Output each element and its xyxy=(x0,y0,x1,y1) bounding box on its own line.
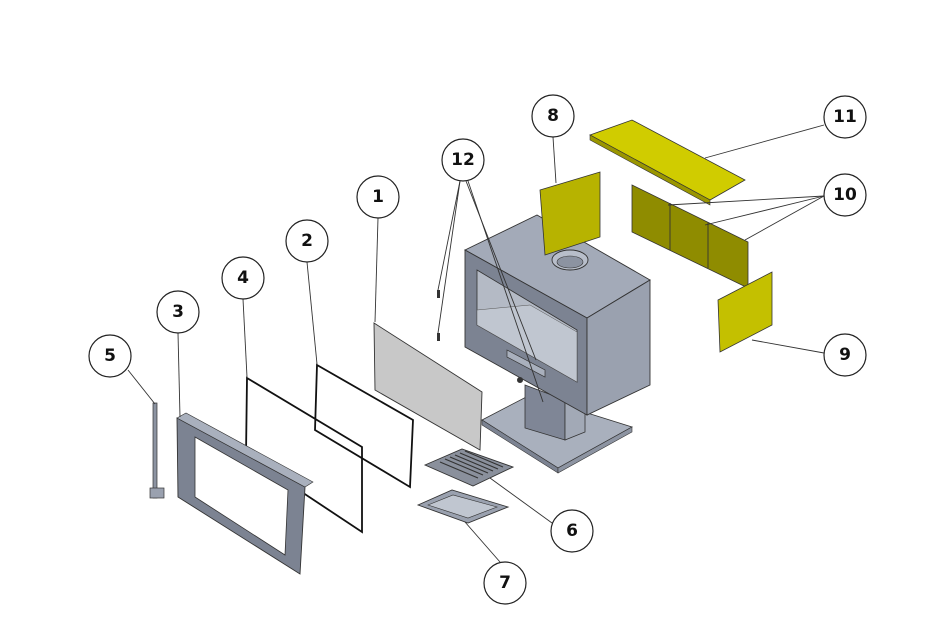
svg-text:8: 8 xyxy=(547,106,559,126)
svg-text:4: 4 xyxy=(237,268,249,288)
firebrick-9 xyxy=(717,271,773,353)
gasket-4 xyxy=(245,376,363,534)
flue-opening xyxy=(556,255,584,269)
callout-1: 1 xyxy=(356,175,400,219)
leader-lines xyxy=(127,124,825,563)
grate-bars xyxy=(439,450,504,479)
baffle-edge xyxy=(589,134,711,206)
firebrick-11-baffle xyxy=(589,119,746,201)
svg-text:1: 1 xyxy=(372,187,384,207)
door-handle-5 xyxy=(152,402,158,499)
firebox-floor xyxy=(476,304,578,383)
air-control-knob xyxy=(517,377,523,383)
glass-panel-1 xyxy=(373,322,483,451)
svg-text:12: 12 xyxy=(451,150,475,170)
firebrick-8 xyxy=(539,171,601,256)
handle-base xyxy=(149,487,165,499)
svg-text:11: 11 xyxy=(833,107,857,127)
grate-6 xyxy=(423,448,515,487)
callout-10: 10 xyxy=(823,173,867,217)
screws-12 xyxy=(437,290,440,341)
svg-text:5: 5 xyxy=(104,346,116,366)
door-frame-window xyxy=(194,436,289,556)
callout-3: 3 xyxy=(156,290,200,334)
callout-6: 6 xyxy=(550,509,594,553)
callout-4: 4 xyxy=(221,256,265,300)
svg-text:10: 10 xyxy=(833,185,857,205)
gasket-2 xyxy=(314,363,414,489)
svg-text:9: 9 xyxy=(839,345,851,365)
callout-7: 7 xyxy=(483,561,527,605)
svg-text:7: 7 xyxy=(499,573,511,593)
callout-12: 12 xyxy=(441,138,485,182)
base-plate-edge-right xyxy=(557,426,633,474)
svg-text:2: 2 xyxy=(301,231,313,251)
callout-2: 2 xyxy=(285,219,329,263)
ash-pan-inner xyxy=(427,494,498,519)
firebrick-10-back xyxy=(631,184,749,289)
callout-11: 11 xyxy=(823,95,867,139)
callout-5: 5 xyxy=(88,334,132,378)
svg-text:3: 3 xyxy=(172,302,184,322)
stove-side xyxy=(586,279,651,416)
svg-text:6: 6 xyxy=(566,521,578,541)
door-frame-top-edge xyxy=(176,412,314,488)
callout-8: 8 xyxy=(531,94,575,138)
callout-9: 9 xyxy=(823,333,867,377)
air-slot xyxy=(506,349,546,378)
